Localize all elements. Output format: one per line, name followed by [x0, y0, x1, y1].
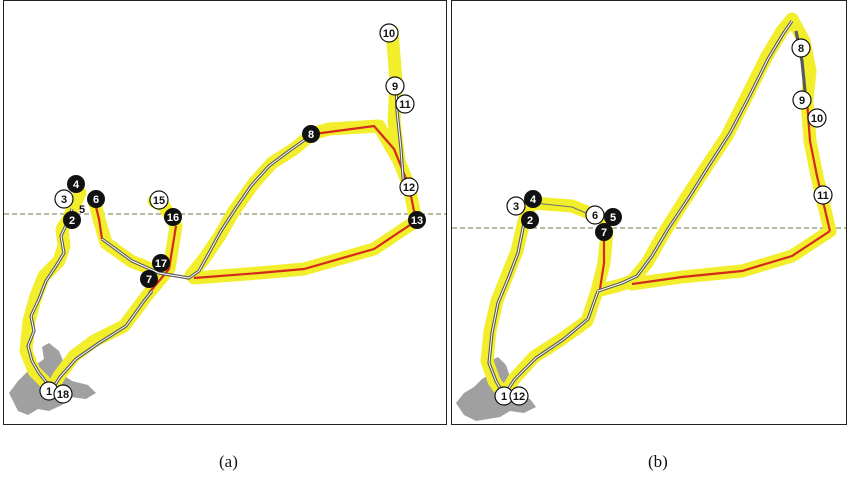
node-label: 7 — [146, 274, 152, 286]
node-b-6: 6 — [585, 205, 605, 225]
node-label: 3 — [513, 201, 519, 213]
route-map-a: 1 18 4 3 5 6 2 15 16 17 7 8 10 9 11 12 1… — [4, 23, 446, 415]
node-label: 6 — [93, 194, 99, 206]
node-label: 4 — [73, 179, 80, 191]
node-a-18: 18 — [53, 384, 73, 404]
node-b-8: 8 — [791, 38, 811, 58]
node-a-8: 8 — [302, 125, 320, 143]
node-label: 12 — [513, 391, 525, 403]
node-b-2: 2 — [521, 211, 539, 229]
node-a-6: 6 — [87, 190, 105, 208]
node-label: 11 — [817, 190, 829, 202]
node-a-12: 12 — [399, 177, 419, 197]
node-b-12: 12 — [509, 386, 529, 406]
caption-b: (b) — [648, 452, 668, 471]
node-label: 7 — [601, 227, 607, 239]
node-label: 15 — [153, 195, 165, 207]
node-label: 18 — [57, 389, 69, 401]
node-b-5: 5 — [604, 208, 622, 226]
node-label: 16 — [167, 212, 179, 224]
caption-a: (a) — [219, 452, 238, 471]
node-label: 8 — [308, 129, 314, 141]
node-label: 17 — [155, 258, 167, 270]
node-b-10: 10 — [807, 108, 827, 128]
node-label: 3 — [61, 194, 67, 206]
route-highlight — [480, 12, 837, 402]
node-label: 12 — [403, 182, 415, 194]
node-label: 1 — [501, 391, 507, 403]
node-a-5: 5 — [79, 204, 85, 216]
node-b-7: 7 — [595, 223, 613, 241]
node-a-1: 1 — [39, 381, 59, 401]
node-label: 9 — [799, 95, 805, 107]
node-a-7: 7 — [140, 270, 158, 288]
node-a-2: 2 — [63, 211, 81, 229]
node-label: 6 — [592, 210, 598, 222]
node-label: 1 — [46, 386, 52, 398]
route-panel-a: 1 18 4 3 5 6 2 15 16 17 7 8 10 9 11 12 1… — [3, 0, 447, 425]
node-b-3: 3 — [506, 196, 526, 216]
node-label: 9 — [392, 81, 398, 93]
node-label: 10 — [811, 113, 823, 125]
node-label: 4 — [530, 194, 537, 206]
node-a-17: 17 — [152, 254, 170, 272]
node-label: 5 — [610, 212, 616, 224]
node-a-15: 15 — [149, 190, 169, 210]
node-label: 5 — [79, 204, 85, 216]
node-label: 8 — [798, 43, 804, 55]
node-a-9: 9 — [385, 76, 405, 96]
node-a-3: 3 — [54, 189, 74, 209]
node-a-4: 4 — [67, 175, 85, 193]
route-gray-inner — [488, 20, 793, 396]
node-a-13: 13 — [408, 211, 426, 229]
node-label: 2 — [527, 215, 533, 227]
node-a-11: 11 — [395, 94, 415, 114]
node-b-4: 4 — [524, 190, 542, 208]
node-label: 13 — [411, 215, 423, 227]
node-label: 2 — [69, 215, 75, 227]
route-gray-inner — [27, 82, 405, 392]
route-map-b: 1 12 3 4 2 6 5 7 8 9 10 11 — [452, 12, 846, 421]
route-panel-b: 1 12 3 4 2 6 5 7 8 9 10 11 — [451, 0, 847, 425]
node-a-16: 16 — [164, 208, 182, 226]
node-b-9: 9 — [792, 90, 812, 110]
node-a-10: 10 — [379, 23, 399, 43]
node-label: 10 — [383, 28, 395, 40]
node-label: 11 — [399, 99, 411, 111]
node-b-11: 11 — [813, 185, 833, 205]
